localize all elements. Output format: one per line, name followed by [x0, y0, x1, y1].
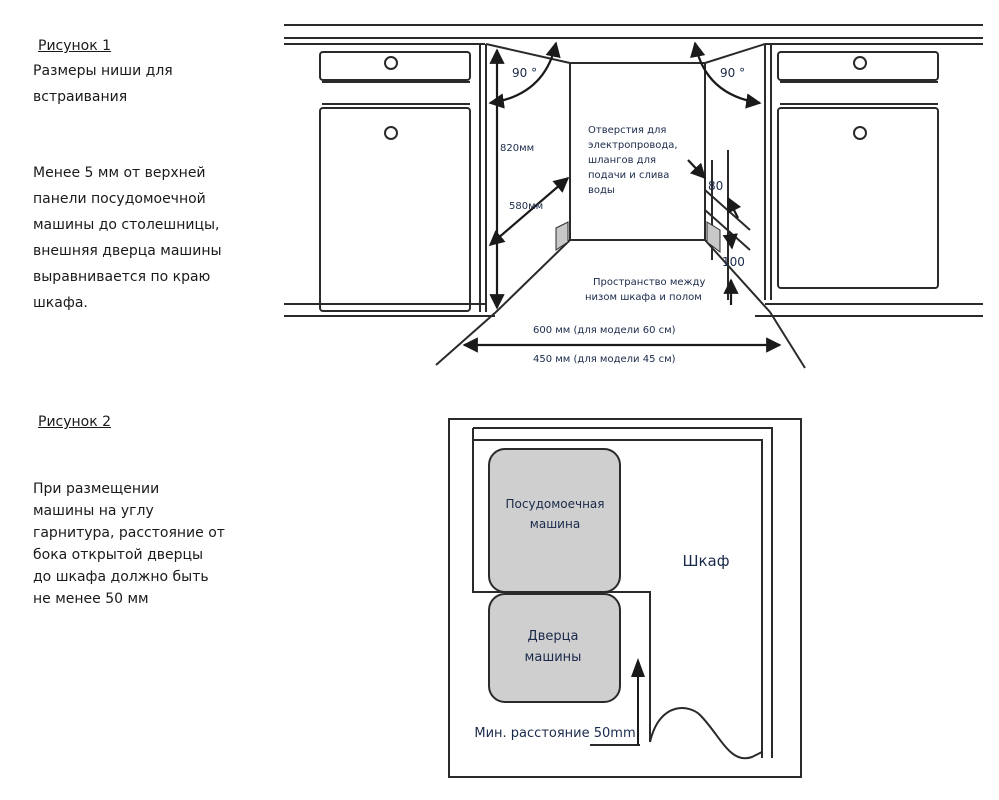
dishwasher-body: [488, 448, 621, 593]
figure1-description-line: выравнивается по краю: [33, 269, 211, 285]
openings-pointer-arrow: [687, 159, 707, 180]
figure1-subtitle-line: встраивания: [33, 89, 128, 105]
figure2-description-line: бока открытой дверцы: [33, 547, 204, 563]
figure2-description-line: до шкафа должно быть: [33, 569, 209, 585]
right-drawer: [777, 51, 939, 81]
figure1-description-line: внешняя дверца машины: [33, 243, 222, 259]
niche-floor-left: [495, 239, 571, 313]
dim-100-arrow-down: [722, 231, 738, 250]
openings-label-line: электропровода,: [588, 140, 678, 151]
openings-label-line: Отверстия для: [588, 125, 666, 136]
width-45-label: 450 мм (для модели 45 см): [533, 354, 676, 365]
figure1-subtitle: Размеры ниши для встраивания: [33, 58, 273, 110]
figure1-description-line: шкафа.: [33, 295, 88, 311]
niche-floor-right: [704, 239, 771, 313]
figure2-description-line: При размещении: [33, 481, 160, 497]
width-60-label: 600 мм (для модели 60 см): [533, 325, 676, 336]
figure2-description: При размещении машины на углу гарнитура,…: [33, 478, 273, 610]
cabinet-inner-edge: [473, 439, 763, 758]
width-extension-right: [769, 311, 806, 369]
opening-right: [706, 221, 721, 254]
door-swing-curve: [649, 707, 763, 760]
openings-label-line: подачи и слива: [588, 170, 669, 181]
left-drawer-knob: [384, 56, 398, 70]
figure1-description-line: панели посудомоечной: [33, 191, 206, 207]
floor-gap-label-line: низом шкафа и полом: [585, 292, 702, 303]
figure2-description-line: машины на углу: [33, 503, 154, 519]
floor-gap-label-line: Пространство между: [593, 277, 705, 288]
figure2-description-line: не менее 50 мм: [33, 591, 149, 607]
opening-guide: [704, 209, 751, 251]
angle-label-right: 90 °: [720, 66, 745, 80]
dim-80-arrow: [727, 196, 742, 219]
left-door-knob: [384, 126, 398, 140]
min-distance-arrowhead: [631, 658, 645, 677]
angle-label-left: 90 °: [512, 66, 537, 80]
cabinet-outer-edge: [473, 427, 773, 758]
right-door-knob: [853, 126, 867, 140]
dishwasher-label-line: машина: [530, 517, 580, 531]
openings-label-line: шлангов для: [588, 155, 656, 166]
openings-label-line: воды: [588, 185, 615, 196]
figure1-subtitle-line: Размеры ниши для: [33, 63, 173, 79]
depth-arrow: [488, 176, 570, 247]
min-distance-label: Мин. расстояние 50mm: [474, 726, 635, 741]
dim-100-label: 100: [722, 255, 745, 269]
right-drawer-knob: [853, 56, 867, 70]
height-label: 820мм: [500, 143, 534, 154]
figure1-heading: Рисунок 1: [38, 38, 112, 54]
dim-80-label: 80: [708, 179, 723, 193]
figure1-description-line: Менее 5 мм от верхней: [33, 165, 206, 181]
cabinet-label: Шкаф: [682, 552, 729, 570]
left-door: [319, 107, 471, 312]
door-label-line: машины: [525, 650, 582, 665]
figure2-heading: Рисунок 2: [38, 414, 112, 430]
right-door: [777, 107, 939, 289]
figure2-description-line: гарнитура, расстояние от: [33, 525, 225, 541]
figure1-description: Менее 5 мм от верхней панели посудомоечн…: [33, 160, 273, 316]
left-drawer: [319, 51, 471, 81]
figure1-description-line: машины до столешницы,: [33, 217, 220, 233]
depth-label: 580мм: [509, 201, 543, 212]
room-outline: [448, 418, 802, 778]
dishwasher-door: [488, 593, 621, 703]
dishwasher-label-line: Посудомоечная: [506, 497, 605, 511]
angle-arrow-right: [690, 41, 762, 109]
door-label-line: Дверца: [528, 629, 579, 644]
